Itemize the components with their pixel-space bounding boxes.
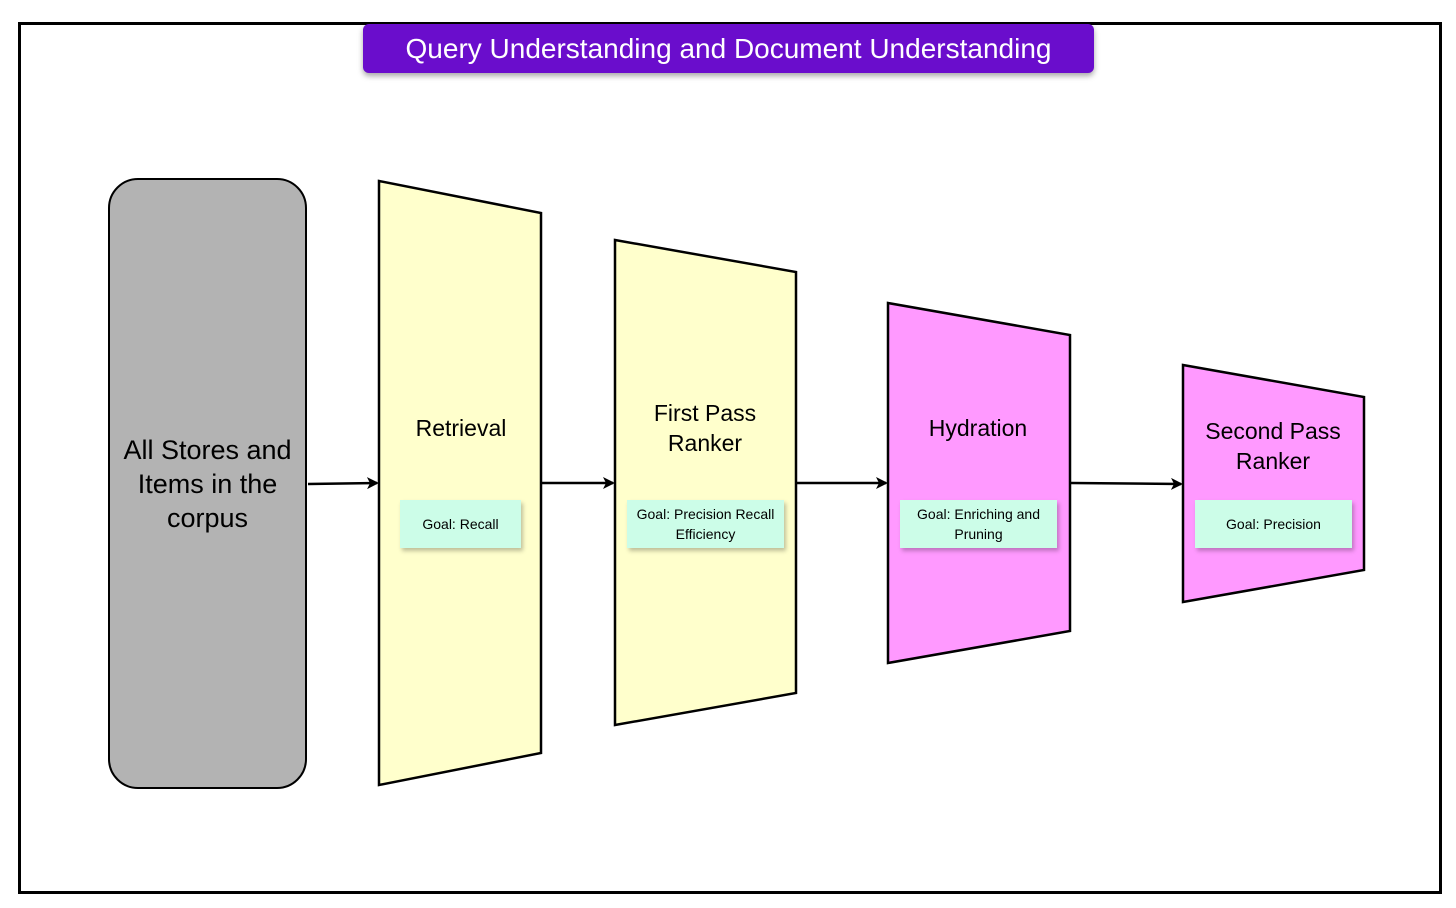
retrieval-shape [377, 179, 543, 787]
diagram-title: Query Understanding and Document Underst… [363, 24, 1094, 73]
corpus-node: All Stores and Items in the corpus [108, 178, 307, 789]
retrieval-title: Retrieval [415, 415, 507, 441]
arrow-hydration-to-second-pass [1070, 477, 1183, 490]
corpus-label: All Stores and Items in the corpus [123, 434, 292, 533]
hydration-title: Hydration [928, 415, 1028, 441]
retrieval-goal: Goal: Recall [400, 500, 521, 548]
first-pass-ranker-shape [613, 238, 798, 727]
second-pass-ranker-shape [1181, 363, 1366, 604]
hydration-goal: Goal: Enriching and Pruning [900, 500, 1057, 548]
first-pass-ranker-title: First Pass Ranker [653, 400, 757, 456]
arrow-corpus-to-retrieval [307, 477, 379, 490]
second-pass-ranker-goal: Goal: Precision [1195, 500, 1352, 548]
first-pass-ranker-goal: Goal: Precision Recall Efficiency [627, 500, 784, 548]
second-pass-ranker-title: Second Pass Ranker [1205, 418, 1341, 474]
hydration-shape [886, 301, 1072, 665]
